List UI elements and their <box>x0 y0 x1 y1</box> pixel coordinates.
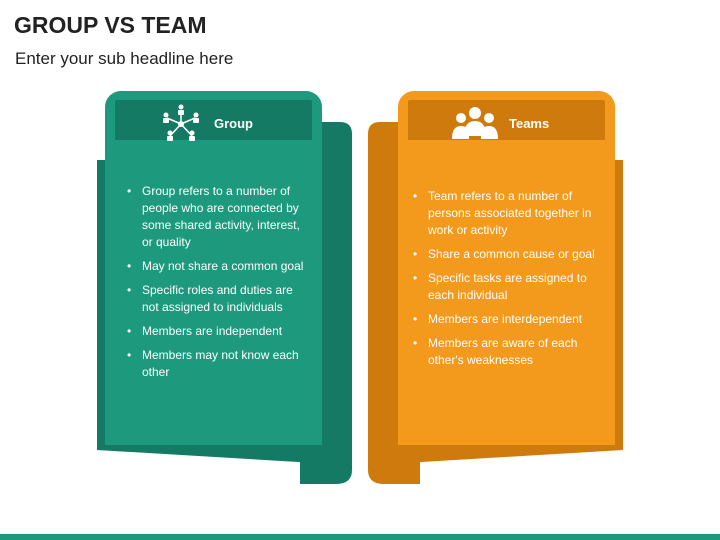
team-point: Members are aware of each other's weakne… <box>411 335 596 369</box>
group-points-list: Group refers to a number of people who a… <box>125 183 310 388</box>
group-point: Members may not know each other <box>125 347 310 381</box>
group-heading: Group <box>214 116 253 131</box>
team-people-icon <box>452 107 498 139</box>
group-point: Specific roles and duties are not assign… <box>125 282 310 316</box>
team-heading: Teams <box>509 116 550 131</box>
bottom-accent-bar <box>0 534 720 540</box>
team-point: Members are interdependent <box>411 311 596 328</box>
network-people-icon <box>163 104 199 141</box>
team-point: Team refers to a number of persons assoc… <box>411 188 596 239</box>
team-point: Share a common cause or goal <box>411 246 596 263</box>
page-subtitle: Enter your sub headline here <box>15 49 234 68</box>
team-points-list: Team refers to a number of persons assoc… <box>411 188 596 376</box>
team-header-bar <box>408 100 605 146</box>
page-title: GROUP VS TEAM <box>14 12 207 38</box>
group-header-bar <box>115 100 312 146</box>
group-point: May not share a common goal <box>125 258 310 275</box>
group-point: Group refers to a number of people who a… <box>125 183 310 251</box>
group-point: Members are independent <box>125 323 310 340</box>
team-point: Specific tasks are assigned to each indi… <box>411 270 596 304</box>
